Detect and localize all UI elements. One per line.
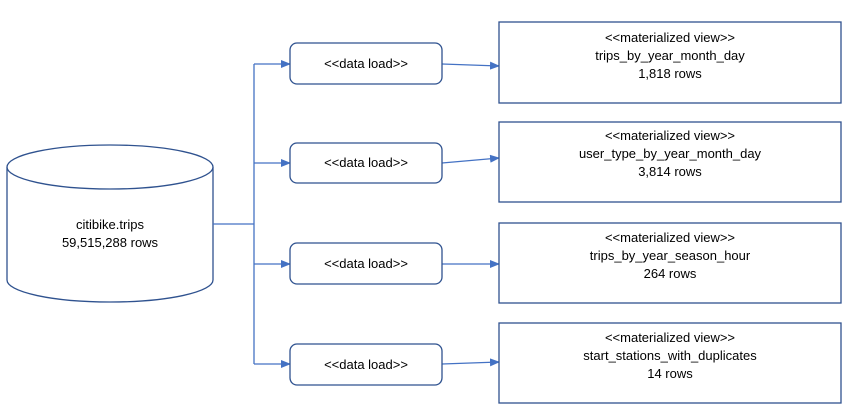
source-name: citibike.trips xyxy=(76,217,144,232)
materialized-view-box[interactable]: <<materialized view>> start_stations_wit… xyxy=(498,322,842,404)
connector-lines xyxy=(213,60,500,368)
view-stereotype: <<materialized view>> xyxy=(605,330,735,345)
data-load-label: <<data load>> xyxy=(324,256,408,271)
source-rows: 59,515,288 rows xyxy=(62,235,159,250)
view-rows: 1,818 rows xyxy=(638,66,702,81)
materialized-view-box[interactable]: <<materialized view>> trips_by_year_seas… xyxy=(498,222,842,304)
view-name: trips_by_year_month_day xyxy=(595,48,745,63)
view-name: trips_by_year_season_hour xyxy=(590,248,751,263)
view-rows: 3,814 rows xyxy=(638,164,702,179)
load-to-view-connector-1 xyxy=(441,61,500,70)
data-load-label: <<data load>> xyxy=(324,357,408,372)
materialized-view-box[interactable]: <<materialized view>> user_type_by_year_… xyxy=(498,121,842,203)
view-stereotype: <<materialized view>> xyxy=(605,128,735,143)
load-to-view-connector-2 xyxy=(441,154,500,164)
data-load-box[interactable]: <<data load>> xyxy=(289,42,443,85)
view-rows: 264 rows xyxy=(644,266,697,281)
data-load-box[interactable]: <<data load>> xyxy=(289,343,443,386)
cylinder-top xyxy=(6,144,214,190)
view-rows: 14 rows xyxy=(647,366,693,381)
data-load-label: <<data load>> xyxy=(324,155,408,170)
view-stereotype: <<materialized view>> xyxy=(605,230,735,245)
data-load-box[interactable]: <<data load>> xyxy=(289,142,443,184)
load-to-view-connector-4 xyxy=(441,358,500,367)
source-table-cylinder[interactable]: citibike.trips 59,515,288 rows xyxy=(6,144,214,303)
view-name: start_stations_with_duplicates xyxy=(583,348,757,363)
view-name: user_type_by_year_month_day xyxy=(579,146,762,161)
data-load-box[interactable]: <<data load>> xyxy=(289,242,443,285)
view-stereotype: <<materialized view>> xyxy=(605,30,735,45)
data-load-label: <<data load>> xyxy=(324,56,408,71)
materialized-view-box[interactable]: <<materialized view>> trips_by_year_mont… xyxy=(498,21,842,104)
cylinder-body xyxy=(6,167,214,303)
